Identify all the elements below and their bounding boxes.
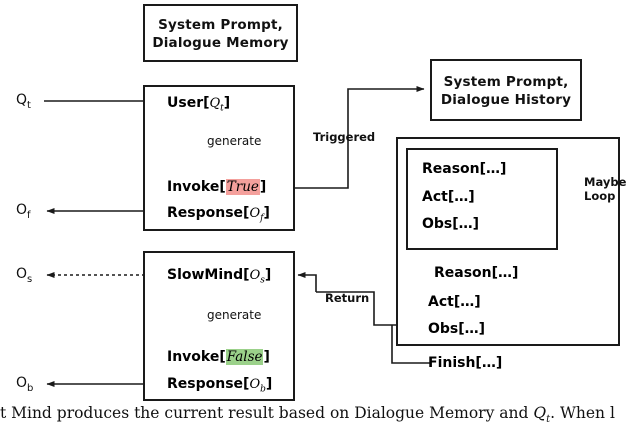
io-label-output-of: Of <box>16 202 31 221</box>
output-b-base: O <box>16 375 28 391</box>
slow-memory-line2: Dialogue History <box>440 92 572 108</box>
user-var: Qt <box>209 96 224 114</box>
output-s-sub: s <box>27 273 33 285</box>
react-inner-reason: Reason[…] <box>422 161 507 177</box>
input-q-sub: t <box>27 99 31 111</box>
invoke-value-false: False <box>225 349 264 365</box>
user-close: ] <box>223 95 231 111</box>
caption-italic-var: Qt <box>533 404 551 426</box>
slowmind-label: SlowMind[ <box>167 267 250 283</box>
fast-mind-user: User[Qt] <box>167 95 230 114</box>
box-fast-memory: System Prompt, Dialogue Memory <box>143 4 298 62</box>
invoke-close: ] <box>263 349 270 365</box>
react-outer-obs: Obs[…] <box>428 321 486 337</box>
box-slow-mind: SlowMind[Os] generate Invoke[False] Resp… <box>143 251 295 401</box>
fast-mind-response: Response[Of] <box>167 205 270 224</box>
react-inner-act: Act[…] <box>422 189 475 205</box>
response-var: Of <box>249 206 264 224</box>
edge-label-return: Return <box>325 291 370 305</box>
fast-mind-generate-label: generate <box>207 134 262 148</box>
caption-text: st Mind produces the current result base… <box>0 404 534 422</box>
output-s-base: O <box>16 266 28 282</box>
box-slow-memory: System Prompt, Dialogue History <box>430 59 582 121</box>
caption-tail: . When l <box>550 404 615 422</box>
react-outer-act: Act[…] <box>428 294 481 310</box>
react-outer-reason: Reason[…] <box>434 265 519 281</box>
slow-mind-generate-label: generate <box>207 308 262 322</box>
invoke-label: Invoke[ <box>167 179 226 195</box>
fast-memory-line1: System Prompt, <box>158 17 283 33</box>
response-label: Response[ <box>167 376 250 392</box>
slow-mind-header: SlowMind[Os] <box>167 267 271 286</box>
fast-mind-invoke: Invoke[True] <box>167 179 266 195</box>
io-label-input-qt: Qt <box>16 92 31 111</box>
response-label: Response[ <box>167 205 250 221</box>
invoke-close: ] <box>259 179 267 195</box>
slowmind-close: ] <box>264 267 272 283</box>
react-inner-obs: Obs[…] <box>422 216 480 232</box>
response-close: ] <box>263 205 270 221</box>
caption-italic-sub: t <box>546 414 551 426</box>
invoke-value-true: True <box>225 179 260 195</box>
response-var: Ob <box>249 377 266 395</box>
edge-label-triggered: Triggered <box>313 130 376 144</box>
slow-memory-line1: System Prompt, <box>443 74 569 90</box>
output-b-sub: b <box>27 382 34 394</box>
output-f-sub: f <box>27 209 31 221</box>
react-finish: Finish[…] <box>428 355 503 371</box>
response-close: ] <box>265 376 273 392</box>
io-label-output-os: Os <box>16 266 32 285</box>
invoke-label: Invoke[ <box>167 349 226 365</box>
figure-caption: st Mind produces the current result base… <box>0 404 640 425</box>
edge-label-maybe-loop-line2: Loop <box>584 189 616 203</box>
fast-memory-line2: Dialogue Memory <box>152 35 289 51</box>
io-label-output-ob: Ob <box>16 375 33 394</box>
user-label: User[ <box>167 95 210 111</box>
slow-mind-response: Response[Ob] <box>167 376 272 395</box>
edge-label-maybe-loop-line1: Maybe <box>584 175 627 189</box>
box-react-inner: Reason[…] Act[…] Obs[…] <box>406 148 558 250</box>
box-fast-mind: User[Qt] generate Invoke[True] Response[… <box>143 85 295 231</box>
slow-mind-invoke: Invoke[False] <box>167 349 270 365</box>
output-f-base: O <box>16 202 28 218</box>
slowmind-var: Os <box>249 268 265 286</box>
input-q-base: Q <box>16 92 28 108</box>
